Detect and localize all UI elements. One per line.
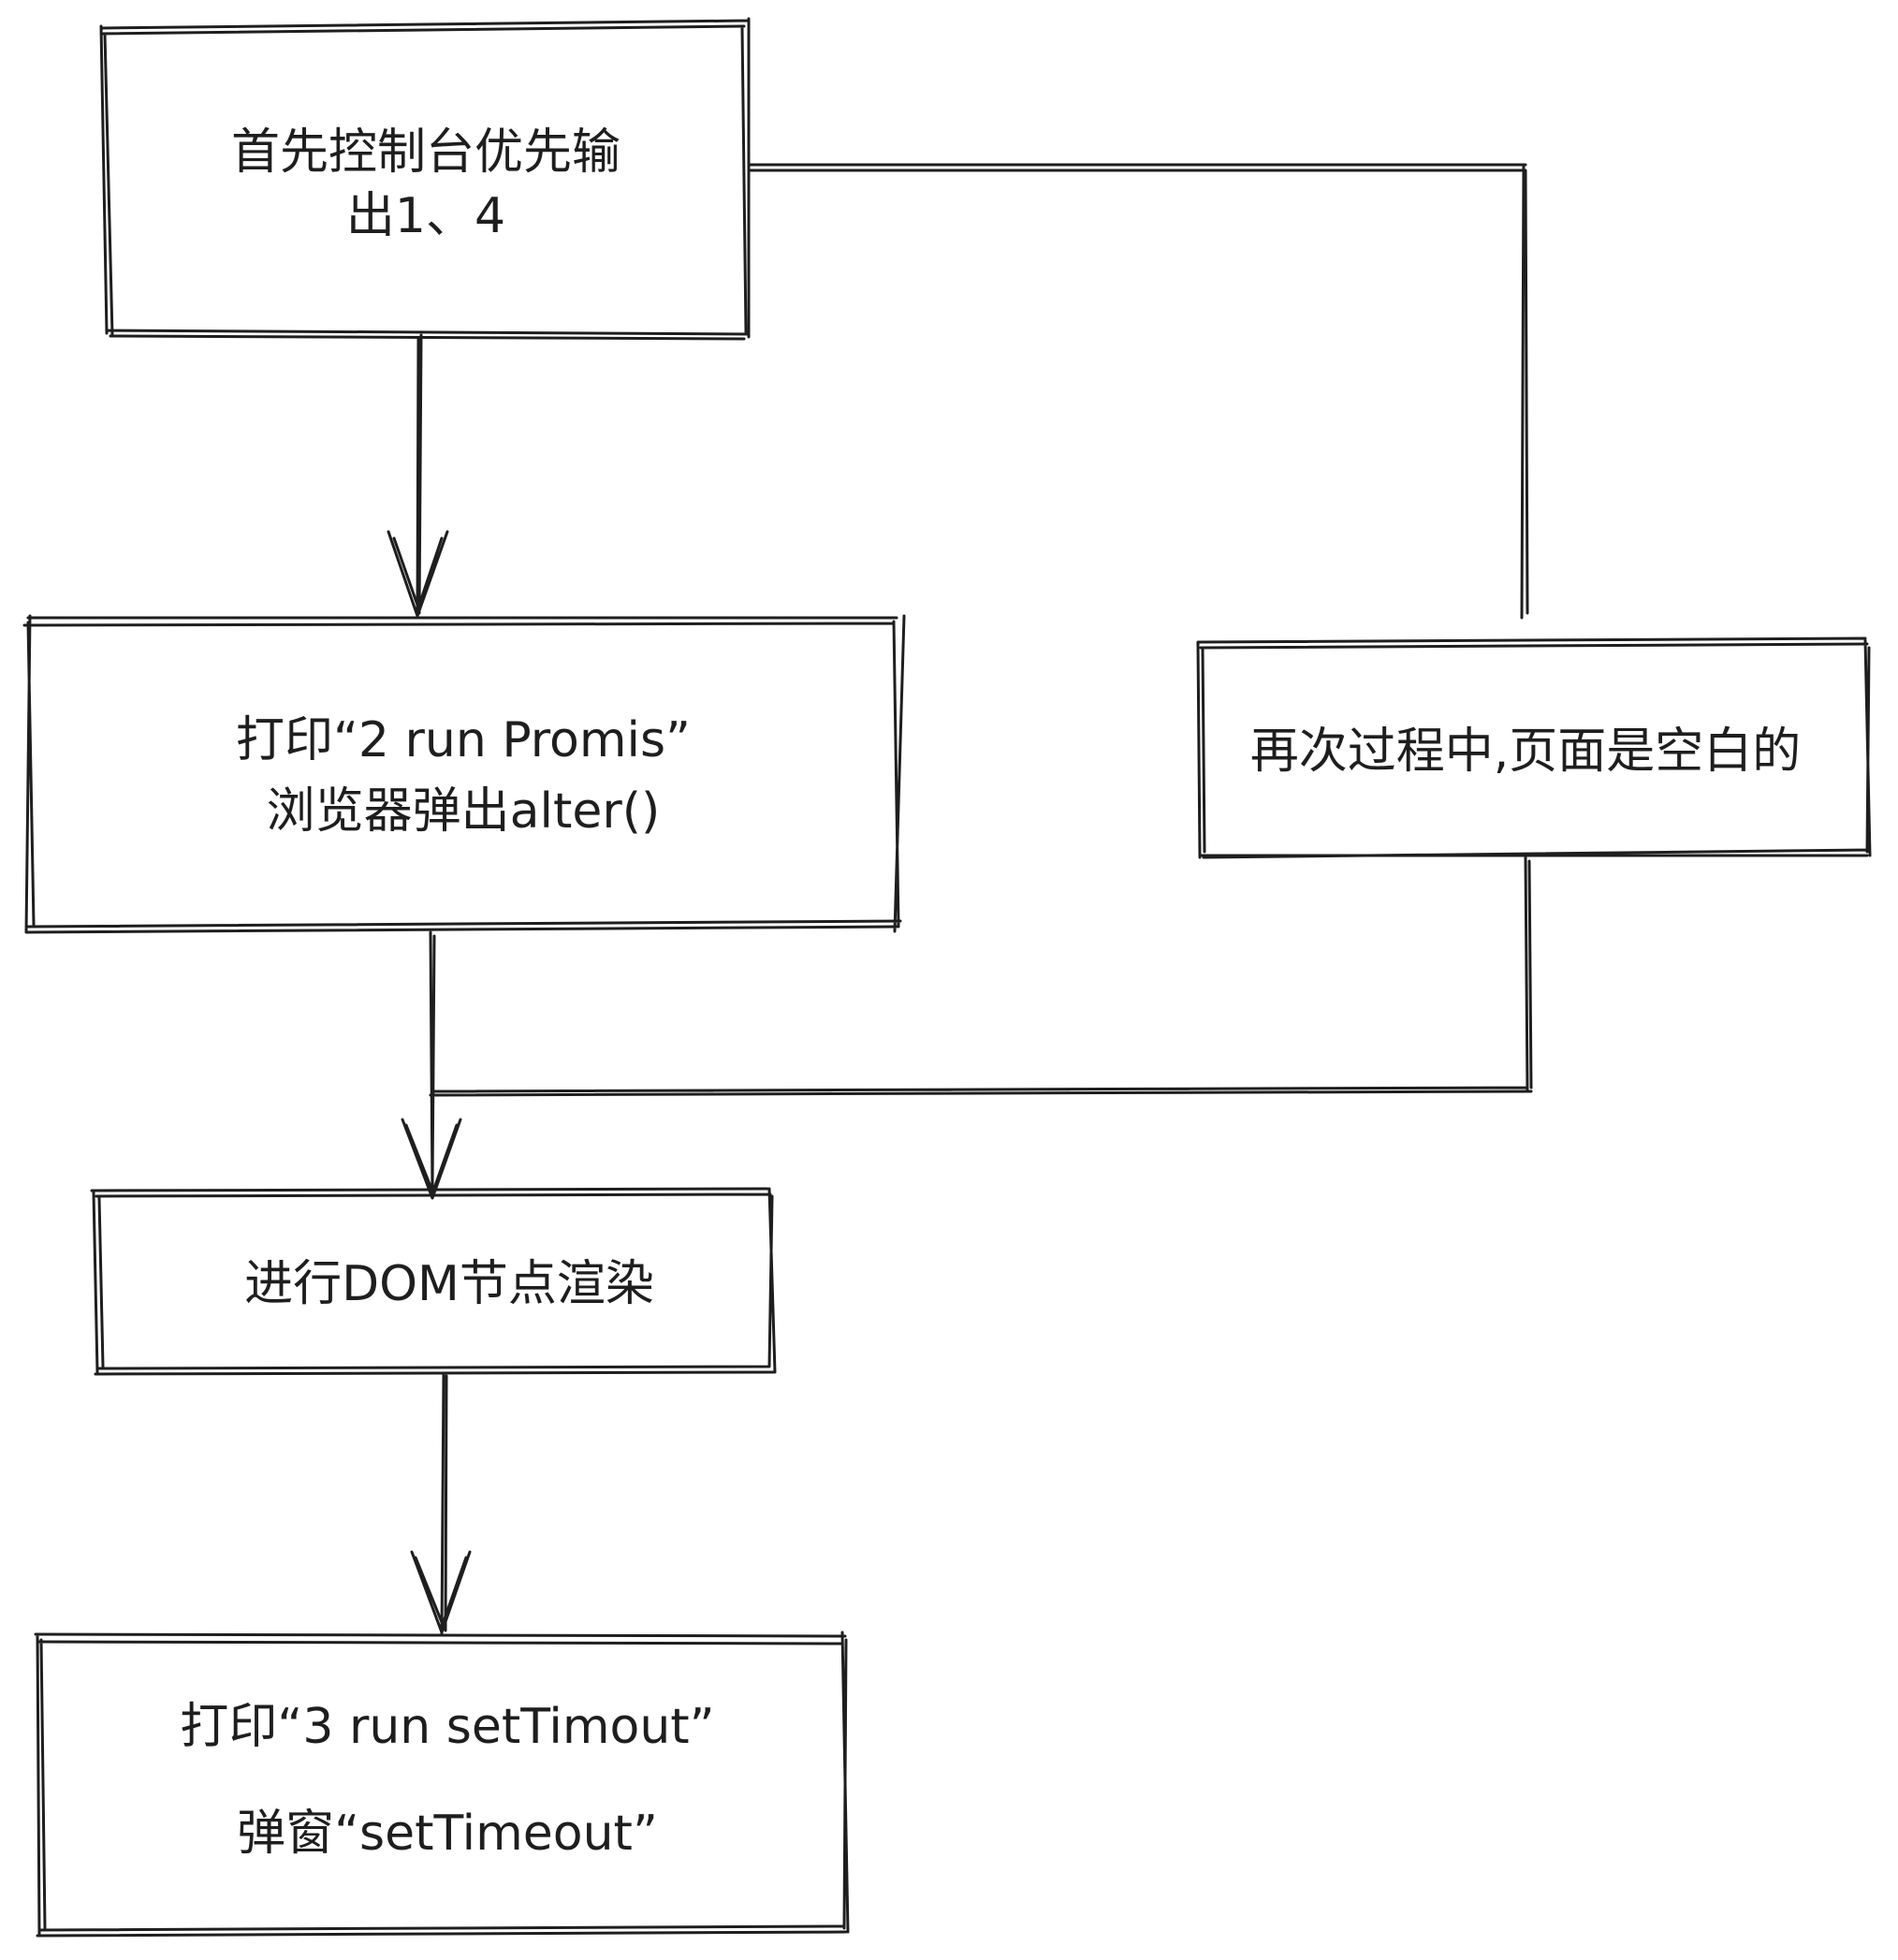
- node-promise-alert-border: [22, 614, 906, 934]
- node-promise-alert[interactable]: 打印“2 run Promis” 浏览器弹出alter(): [22, 614, 906, 934]
- node-console-output[interactable]: 首先控制台优先输 出1、4: [99, 17, 751, 341]
- node-blank-page-border: [1196, 636, 1872, 859]
- edge-console-to-blank-line: [747, 163, 1529, 620]
- node-dom-render-line-1: 进行DOM节点渲染: [244, 1256, 654, 1312]
- node-console-output-line-2: 出1、4: [346, 188, 505, 244]
- node-settimeout-border: [34, 1631, 850, 1938]
- edge-blank-to-merge-line: [429, 856, 1533, 1097]
- node-blank-page-line-1: 再次过程中,页面是空白的: [1250, 724, 1802, 780]
- node-settimeout-line-2: 弹窗“setTimeout”: [237, 1806, 658, 1862]
- node-settimeout[interactable]: 打印“3 run setTimout” 弹窗“setTimeout”: [34, 1631, 850, 1938]
- node-console-output-border: [99, 17, 751, 341]
- arrowhead-icon: [410, 1550, 472, 1634]
- edge-console-to-promise: [387, 333, 449, 620]
- edge-dom-to-settimeout: [410, 1372, 472, 1636]
- node-promise-alert-line-1: 打印“2 run Promis”: [236, 712, 691, 768]
- edge-blank-to-merge: [429, 856, 1533, 1097]
- node-blank-page[interactable]: 再次过程中,页面是空白的: [1196, 636, 1872, 859]
- node-settimeout-line-1: 打印“3 run setTimout”: [180, 1699, 714, 1755]
- edge-promise-to-dom-line: [429, 930, 436, 1194]
- node-console-output-line-1: 首先控制台优先输: [231, 124, 620, 181]
- edge-console-to-promise-line: [416, 333, 423, 620]
- edge-console-to-blank: [747, 163, 1529, 620]
- arrowhead-icon: [401, 1118, 462, 1200]
- arrowhead-icon: [387, 530, 449, 618]
- edge-dom-to-settimeout-line: [440, 1372, 448, 1636]
- node-promise-alert-line-2: 浏览器弹出alter(): [267, 783, 661, 840]
- node-dom-render[interactable]: 进行DOM节点渲染: [90, 1187, 777, 1376]
- edge-promise-to-dom: [401, 930, 462, 1200]
